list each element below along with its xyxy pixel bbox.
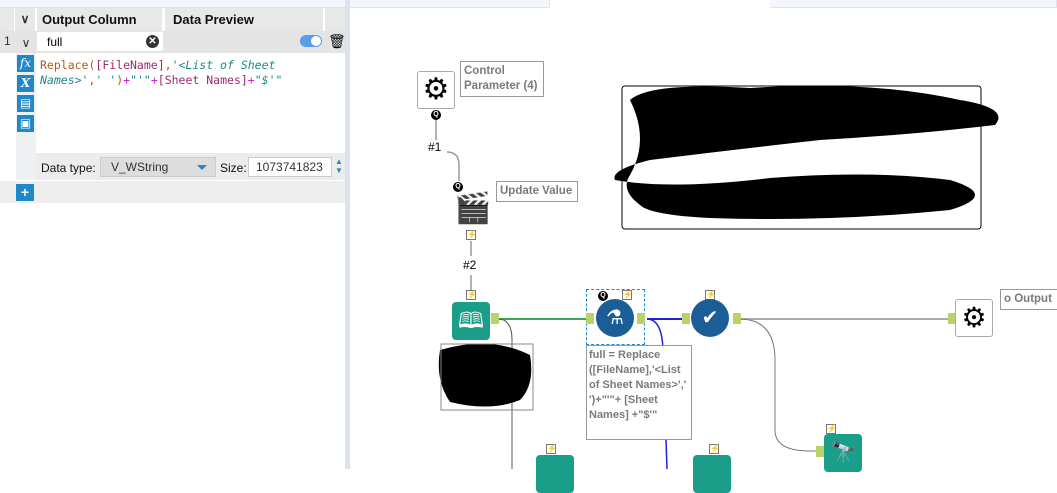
expression-editor[interactable] bbox=[16, 53, 345, 153]
control-parameter-label: Control Parameter (4) bbox=[460, 61, 544, 97]
header-rownum bbox=[0, 8, 14, 31]
book-icon: 🕮 bbox=[458, 308, 484, 333]
redaction-mark bbox=[614, 85, 999, 219]
lightning-icon: ⚡ bbox=[709, 444, 720, 454]
output-column-input[interactable] bbox=[37, 32, 163, 51]
q-anchor-icon: Q bbox=[598, 291, 608, 301]
lightning-icon: ⚡ bbox=[466, 230, 477, 240]
panel-splitter[interactable] bbox=[345, 0, 350, 469]
dropdown-arrow-icon bbox=[197, 165, 207, 170]
save-icon[interactable]: ▣ bbox=[17, 115, 34, 132]
q-anchor-icon: Q bbox=[431, 110, 441, 120]
redaction-mark bbox=[438, 343, 532, 407]
expr-string: "'" bbox=[130, 73, 151, 87]
lightning-icon: ⚡ bbox=[466, 290, 477, 300]
lightning-icon: ⚡ bbox=[826, 424, 837, 434]
expr-string: '<List of Sheet Names>' bbox=[40, 58, 283, 87]
action-tool[interactable]: 🎬 bbox=[454, 190, 492, 228]
trash-icon[interactable]: 🗑 bbox=[328, 33, 346, 49]
output-anchor[interactable] bbox=[491, 313, 499, 324]
update-value-label: Update Value bbox=[496, 181, 578, 202]
output-anchor[interactable] bbox=[637, 313, 645, 324]
browse-tool[interactable] bbox=[536, 455, 574, 493]
add-field-button[interactable]: + bbox=[16, 184, 34, 201]
expr-operator: + bbox=[123, 73, 131, 87]
row-number: 1 bbox=[4, 34, 11, 48]
data-type-select[interactable]: V_WString bbox=[100, 157, 216, 177]
input-anchor[interactable] bbox=[586, 313, 594, 324]
checkmark-icon: ✔ bbox=[701, 307, 719, 329]
expr-operator: + bbox=[247, 73, 255, 87]
clapperboard-icon: 🎬 bbox=[454, 192, 492, 225]
open-folder-icon[interactable]: ▤ bbox=[17, 95, 34, 112]
control-parameter-tool[interactable]: ⚙ bbox=[417, 71, 455, 109]
output-anchor[interactable] bbox=[733, 313, 741, 324]
expr-field: [FileName] bbox=[95, 58, 165, 72]
connector-line bbox=[446, 151, 460, 181]
expr-operator: + bbox=[150, 73, 158, 87]
header-blank bbox=[325, 8, 345, 31]
data-type-row: Data type: V_WString Size: 1073741823 ▲▼ bbox=[36, 153, 345, 180]
expr-comma: , bbox=[88, 73, 96, 87]
size-input[interactable]: 1073741823 bbox=[248, 157, 332, 177]
variable-icon[interactable]: X bbox=[17, 75, 34, 92]
connections-layer bbox=[435, 85, 999, 469]
data-type-label: Data type: bbox=[41, 161, 96, 175]
lightning-icon: ⚡ bbox=[622, 290, 633, 300]
binoculars-icon: 🔭 bbox=[830, 442, 856, 464]
expr-string: "$'" bbox=[254, 73, 283, 87]
input-data-tool[interactable]: 🕮 bbox=[452, 302, 490, 340]
connector-line bbox=[738, 318, 816, 452]
header-data-preview: Data Preview bbox=[165, 8, 323, 31]
formula-tool[interactable]: ⚗ bbox=[596, 299, 634, 337]
input-anchor[interactable] bbox=[816, 446, 824, 457]
workflow-canvas[interactable]: ⚙ Q Control Parameter (4) #1 Q 🎬 Update … bbox=[350, 0, 1057, 493]
collapse-all-button[interactable]: ∨ bbox=[15, 8, 35, 31]
expr-function: Replace( bbox=[40, 58, 96, 72]
q-anchor-icon: Q bbox=[453, 182, 463, 192]
expr-comma: , bbox=[164, 58, 172, 72]
panel-top-strip bbox=[0, 0, 345, 8]
flask-icon: ⚗ bbox=[606, 307, 624, 329]
row-collapse-chevron-icon[interactable]: ∨ bbox=[21, 36, 31, 50]
formula-annotation: full = Replace ([FileName],'<List of She… bbox=[586, 345, 692, 440]
canvas-tab-strip bbox=[350, 0, 550, 8]
header-output-column: Output Column bbox=[37, 8, 162, 31]
size-spinner[interactable]: ▲▼ bbox=[335, 157, 343, 175]
enable-toggle[interactable] bbox=[300, 35, 322, 47]
expr-string: ' ' bbox=[95, 73, 117, 87]
expr-paren: ) bbox=[116, 73, 124, 87]
connection-label-1: #1 bbox=[428, 140, 442, 154]
connection-label-2: #2 bbox=[463, 258, 477, 272]
size-label: Size: bbox=[220, 161, 247, 175]
browse-tool[interactable]: 🔭 bbox=[824, 434, 862, 472]
select-tool[interactable]: ✔ bbox=[691, 299, 729, 337]
expr-field: [Sheet Names] bbox=[157, 73, 248, 87]
browse-tool[interactable] bbox=[693, 455, 731, 493]
data-type-value: V_WString bbox=[111, 160, 169, 174]
formula-config-panel: ∨ Output Column Data Preview 1 ∨ ✕ 🗑 fx … bbox=[0, 0, 346, 469]
clear-icon[interactable]: ✕ bbox=[146, 35, 159, 48]
expression-text[interactable]: Replace([FileName],'<List of Sheet Names… bbox=[40, 58, 340, 88]
gear-arrow-icon: ⚙ bbox=[961, 302, 987, 333]
macro-output-tool[interactable]: ⚙ bbox=[955, 299, 993, 337]
function-icon[interactable]: fx bbox=[17, 55, 34, 72]
lightning-icon: ⚡ bbox=[546, 444, 557, 454]
annotation-box bbox=[440, 343, 534, 411]
input-anchor[interactable] bbox=[948, 313, 956, 324]
add-row-bar bbox=[0, 181, 345, 203]
connector-line bbox=[497, 318, 513, 469]
output-label: o Output bbox=[1000, 289, 1057, 310]
input-anchor[interactable] bbox=[682, 313, 690, 324]
chevron-down-icon: ∨ bbox=[20, 12, 30, 26]
gear-icon: ⚙ bbox=[422, 73, 450, 106]
